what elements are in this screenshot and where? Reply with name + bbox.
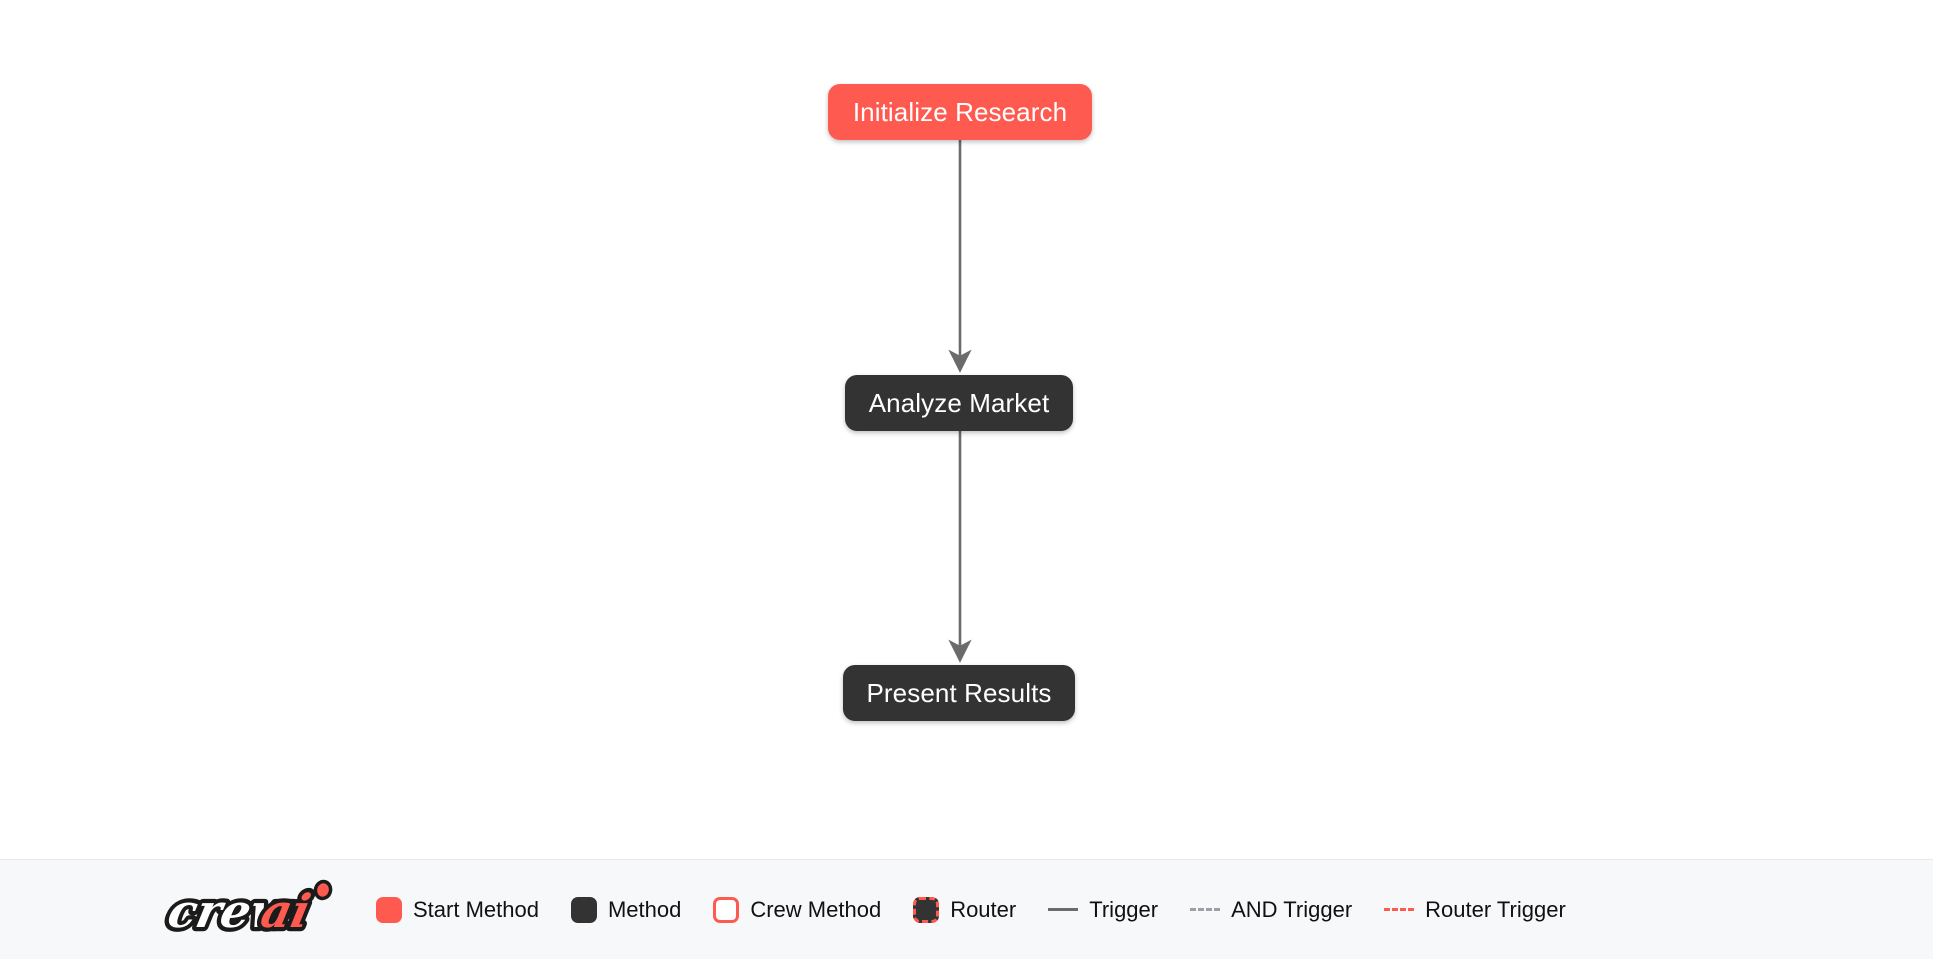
crewai-logo: crew crew ai ai — [160, 879, 333, 941]
flow-node-analyze-market[interactable]: Analyze Market — [845, 375, 1073, 431]
crewai-logo-dot — [313, 879, 333, 900]
legend-item-label: Trigger — [1089, 896, 1159, 922]
flow-node-present-results[interactable]: Present Results — [843, 665, 1075, 721]
start-method-swatch-icon — [376, 896, 402, 923]
crewai-logo-word-light: crew — [163, 883, 298, 937]
flow-node-label: Initialize Research — [852, 97, 1068, 127]
legend-item-router-trigger[interactable]: Router Trigger — [1384, 896, 1566, 922]
router-swatch-icon — [913, 896, 940, 923]
flow-node-initialize-research[interactable]: Initialize Research — [828, 84, 1092, 140]
legend-item-method[interactable]: Method — [570, 896, 682, 923]
crew-method-swatch-icon — [713, 896, 740, 923]
flow-canvas[interactable]: Initialize Research Analyze Market Prese… — [0, 0, 1933, 859]
legend-item-label: AND Trigger — [1231, 896, 1353, 922]
legend-item-and-trigger[interactable]: AND Trigger — [1190, 896, 1353, 922]
legend-item-label: Method — [607, 896, 682, 922]
legend-item-label: Start Method — [413, 896, 539, 922]
legend-item-start-method[interactable]: Start Method — [376, 896, 539, 923]
legend-item-label: Router — [950, 896, 1017, 922]
method-swatch-icon — [570, 896, 597, 923]
crewai-logo-outline: crew — [163, 883, 298, 937]
legend-item-crew-method[interactable]: Crew Method — [713, 896, 882, 923]
router-trigger-line-icon — [1384, 908, 1415, 911]
trigger-line-icon — [1048, 908, 1079, 911]
crewai-logo-word-accent: ai — [256, 883, 315, 937]
flow-node-label: Analyze Market — [868, 388, 1050, 418]
legend-item-label: Router Trigger — [1425, 896, 1566, 922]
legend-items: Start Method Method Crew Method Router T… — [376, 896, 1566, 923]
legend-item-label: Crew Method — [750, 896, 882, 922]
legend-item-trigger[interactable]: Trigger — [1048, 896, 1159, 922]
flow-node-label: Present Results — [866, 678, 1052, 708]
legend-item-router[interactable]: Router — [913, 896, 1017, 923]
and-trigger-line-icon — [1190, 908, 1221, 911]
legend-bar: crew crew ai ai Start Method Method Crew… — [0, 859, 1933, 959]
